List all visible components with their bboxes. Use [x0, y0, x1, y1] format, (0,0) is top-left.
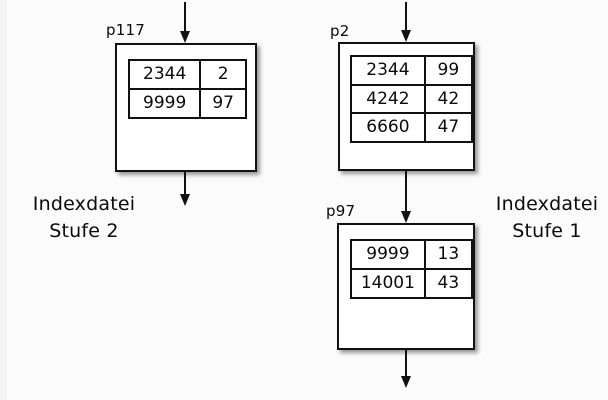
- caption-indexdatei-stufe-2: Indexdatei Stufe 2: [13, 191, 155, 245]
- arrow-head-icon: [401, 211, 411, 223]
- pointer-cell: 13: [437, 244, 460, 264]
- key-cell: 9999: [130, 90, 202, 117]
- node-label-p2: p2: [330, 22, 350, 40]
- pointer-cell: 43: [437, 273, 460, 293]
- arrow-into-p2-icon: [400, 2, 412, 42]
- pointer-cell: 47: [437, 117, 460, 138]
- caption-line-2: Stufe 2: [49, 220, 119, 242]
- arrow-shaft: [405, 171, 407, 211]
- table-row: 2344 99: [352, 57, 471, 84]
- node-box-p117: 2344 2 9999 97: [115, 43, 257, 172]
- page-edge-stripe: [0, 0, 7, 400]
- key-cell: 2344: [130, 61, 202, 88]
- connector-p2-to-p97-icon: [400, 171, 412, 223]
- node-label-p97: p97: [326, 202, 356, 220]
- arrow-shaft: [184, 2, 186, 31]
- caption-line-1: Indexdatei: [495, 193, 599, 215]
- index-table-p97: 9999 13 14001 43: [350, 239, 473, 299]
- arrow-shaft: [184, 172, 186, 194]
- table-row: 2344 2: [130, 61, 245, 88]
- arrow-out-of-p117-icon: [179, 172, 191, 206]
- caption-line-2: Stufe 1: [512, 220, 582, 242]
- pointer-cell: 2: [217, 64, 229, 84]
- node-label-p117: p117: [106, 21, 145, 39]
- pointer-cell: 97: [212, 93, 234, 113]
- arrow-shaft: [405, 2, 407, 30]
- arrow-head-icon: [401, 376, 411, 388]
- arrow-head-icon: [401, 30, 411, 42]
- pointer-cell: 99: [437, 59, 460, 80]
- node-box-p97: 9999 13 14001 43: [337, 223, 475, 350]
- arrow-shaft: [405, 350, 407, 376]
- caption-line-1: Indexdatei: [32, 193, 136, 215]
- key-cell: 14001: [352, 270, 426, 297]
- table-row: 14001 43: [352, 268, 471, 297]
- arrow-out-of-p97-icon: [400, 350, 412, 388]
- key-cell: 2344: [352, 57, 426, 84]
- key-cell: 6660: [352, 114, 426, 142]
- arrow-into-p117-icon: [179, 2, 191, 43]
- index-table-p117: 2344 2 9999 97: [128, 59, 247, 119]
- arrow-head-icon: [180, 194, 190, 206]
- key-cell: 9999: [352, 241, 426, 268]
- table-row: 9999 13: [352, 241, 471, 268]
- table-row: 6660 47: [352, 112, 471, 142]
- key-cell: 4242: [352, 85, 426, 113]
- table-row: 9999 97: [130, 88, 245, 117]
- arrow-head-icon: [180, 31, 190, 43]
- pointer-cell: 42: [437, 88, 460, 109]
- caption-indexdatei-stufe-1: Indexdatei Stufe 1: [486, 191, 608, 245]
